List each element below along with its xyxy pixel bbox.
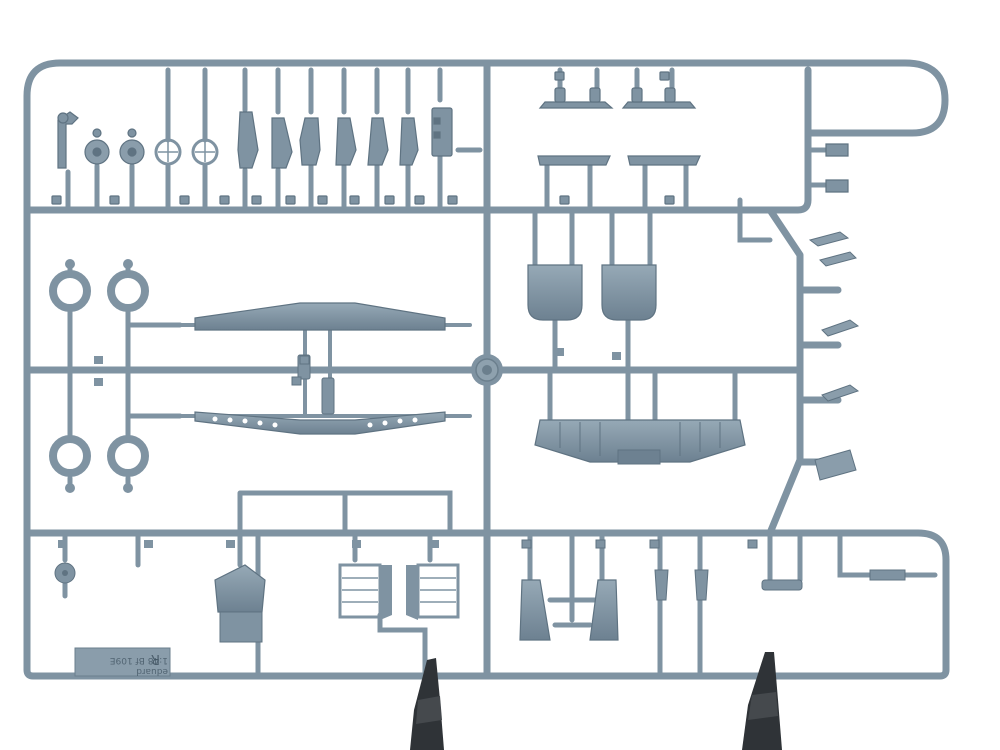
spar-parts xyxy=(178,302,472,435)
seat-parts xyxy=(527,197,773,465)
edge-flap-parts xyxy=(808,231,860,481)
upper-right-small-parts xyxy=(537,71,849,205)
lower-right-parts xyxy=(519,530,938,679)
tire-parts xyxy=(49,259,183,493)
sprue-hub xyxy=(471,354,503,386)
lower-left-parts xyxy=(54,490,460,679)
plate-brand: eduard xyxy=(136,666,168,676)
upper-left-small-parts xyxy=(51,107,458,205)
sprue-letter: R xyxy=(151,651,161,666)
display-stands xyxy=(410,652,782,750)
upper-left-parts xyxy=(65,67,483,213)
